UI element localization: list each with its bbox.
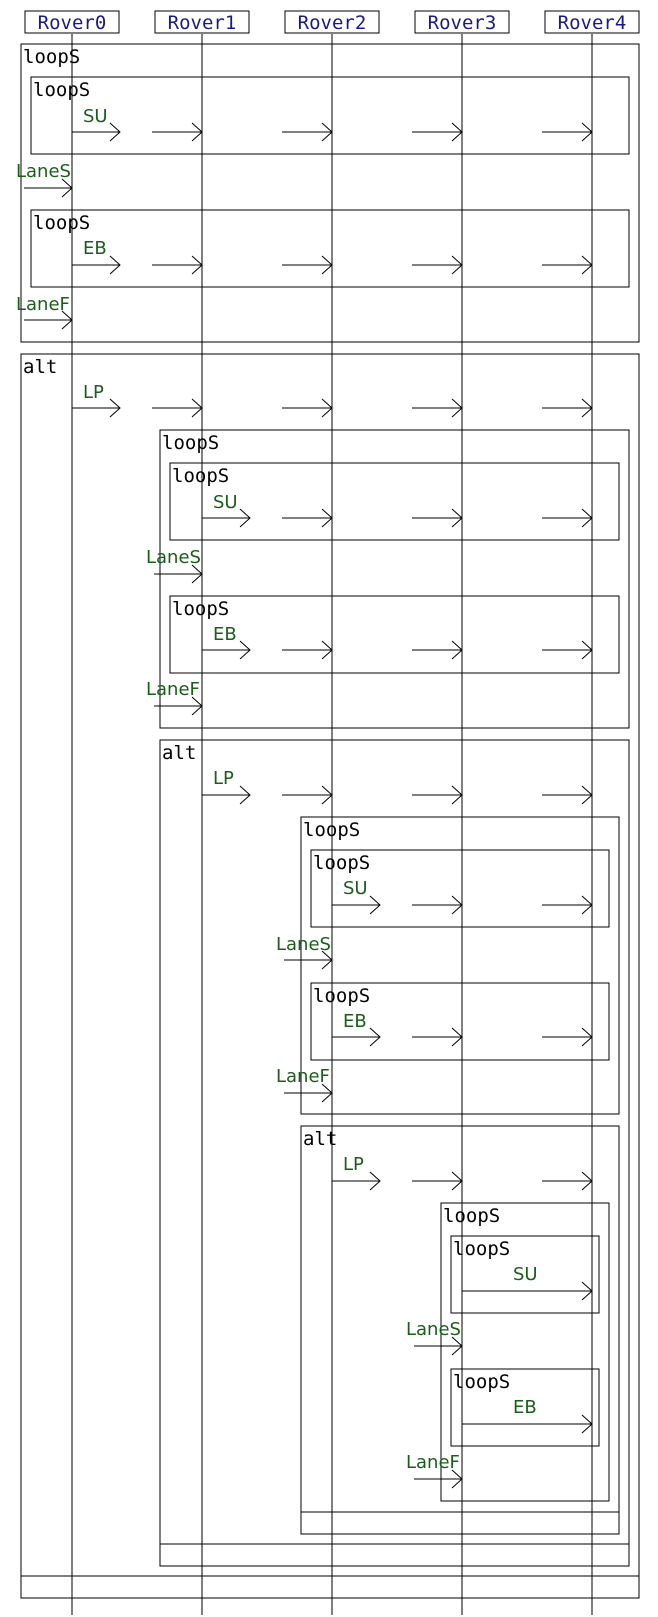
frame-label: loopS [172,598,229,620]
participant-label: Rover4 [558,12,627,34]
message-label: LaneS [16,161,71,182]
frame-label: loopS [313,985,370,1007]
frame-label: loopS [33,79,90,101]
message-label: EB [213,624,237,645]
frame-loop-outer-3: loopS [300,816,620,1115]
message-label: LaneS [146,547,201,568]
participant-label: Rover0 [38,12,107,34]
frame-label: loopS [303,819,360,841]
frame-alt-1: alt [20,353,640,1599]
frame-label: loopS [172,465,229,487]
participant-label: Rover3 [428,12,497,34]
message-label: SU [513,1264,538,1285]
frame-label: alt [303,1128,337,1150]
message-label: LaneS [406,1319,461,1340]
frame-loop-outer-2: loopS [159,429,630,729]
message-eb-4: EB [462,1397,593,1434]
participant-label: Rover2 [298,12,367,34]
message-label: LP [213,768,234,789]
message-label: LaneF [406,1452,460,1473]
frame-loop-eb-3: loopS [310,982,610,1061]
message-eb-3: EB [332,1011,593,1047]
message-lanef-4: LaneF [406,1452,463,1489]
participant-rover1: Rover1 [154,10,250,34]
frame-label: loopS [453,1371,510,1393]
message-label: LP [343,1154,364,1175]
message-lanef-1: LaneF [16,294,73,330]
participant-rover4: Rover4 [544,10,640,34]
frame-loop-eb-4: loopS [450,1368,600,1447]
message-lanes-2: LaneS [146,547,203,584]
message-label: LaneF [146,679,200,700]
message-lp-3: LP [332,1154,593,1191]
frame-loop-su-1: loopS [30,76,630,155]
participant-label: Rover1 [168,12,237,34]
message-label: SU [83,106,108,127]
message-lp-1: LP [72,382,593,418]
message-eb-1: EB [72,238,593,275]
frame-alt-2: alt [159,739,630,1567]
message-label: SU [343,878,368,899]
frame-loop-outer-4: loopS [440,1202,610,1502]
message-label: LP [83,382,104,403]
frame-loop-eb-1: loopS [30,209,630,288]
message-su-3: SU [332,878,593,915]
message-label: EB [513,1397,537,1418]
message-su-4: SU [462,1264,593,1301]
frame-loop-eb-2: loopS [169,595,620,674]
frame-label: alt [162,742,196,764]
message-label: EB [343,1011,367,1032]
frame-loop-outer-1: loopS [20,43,640,343]
message-label: LaneF [16,294,70,315]
frame-label: loopS [313,852,370,874]
participant-rover2: Rover2 [284,10,380,34]
frame-label: loopS [33,212,90,234]
message-su-2: SU [202,492,593,528]
message-lanes-1: LaneS [16,161,73,198]
frame-loop-su-2: loopS [169,462,620,541]
frame-label: loopS [162,432,219,454]
message-label: LaneS [276,934,331,955]
message-lanef-3: LaneF [276,1066,333,1103]
frame-loop-su-3: loopS [310,849,610,928]
message-label: LaneF [276,1066,330,1087]
frame-loop-su-4: loopS [450,1235,600,1314]
frame-alt-3: alt [300,1125,620,1535]
frame-label: loopS [23,46,80,68]
frame-label: loopS [443,1205,500,1227]
message-su-1: SU [72,106,593,142]
message-lanes-4: LaneS [406,1319,463,1356]
frame-label: alt [23,356,57,378]
message-eb-2: EB [202,624,593,660]
message-label: SU [213,492,238,513]
participant-rover0: Rover0 [24,10,120,34]
participant-rover3: Rover3 [414,10,510,34]
message-lanes-3: LaneS [276,934,333,970]
message-label: EB [83,238,107,259]
frame-label: loopS [453,1238,510,1260]
message-lp-2: LP [202,768,593,805]
message-lanef-2: LaneF [146,679,203,716]
